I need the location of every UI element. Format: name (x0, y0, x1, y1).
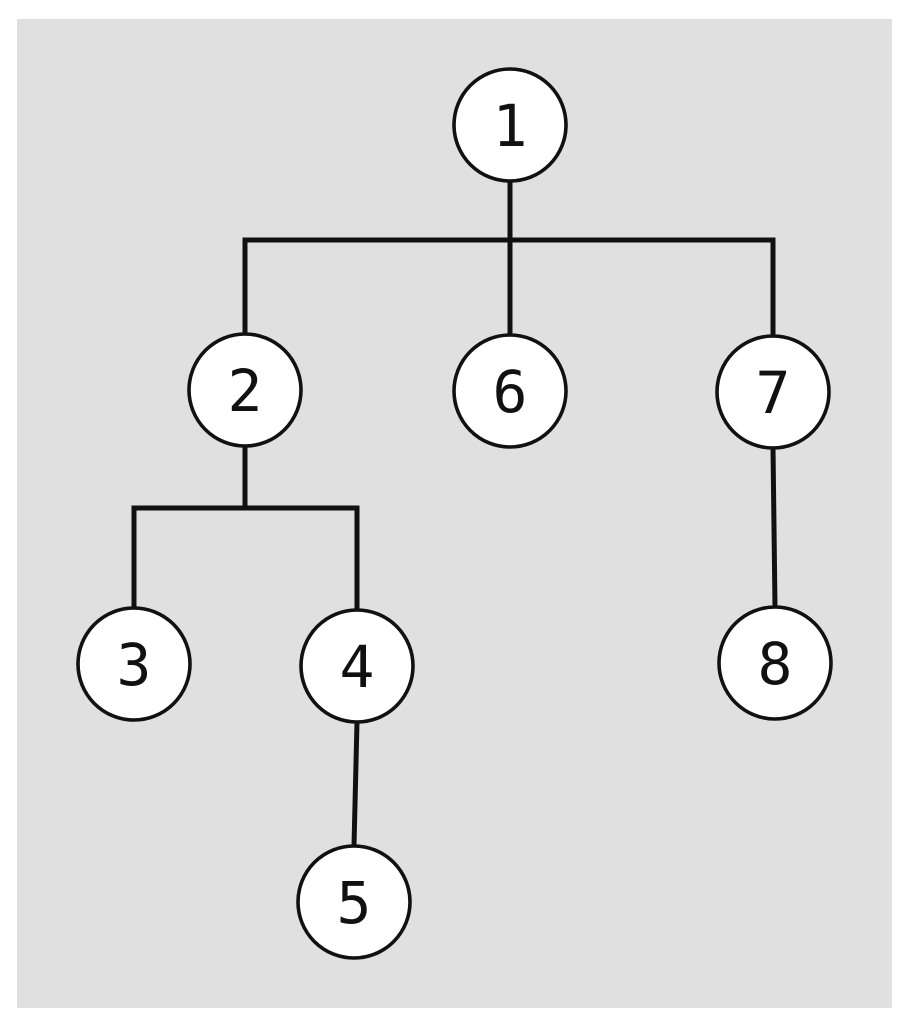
node-label-8: 8 (758, 630, 793, 698)
node-circle-7 (715, 334, 831, 450)
node-circle-6 (452, 333, 568, 449)
edge-1-7 (507, 181, 776, 336)
tree-node-1: 1 (452, 67, 568, 183)
node-label-6: 6 (493, 358, 528, 426)
tree-node-7: 7 (715, 334, 831, 450)
tree-node-5: 5 (296, 844, 412, 960)
node-label-2: 2 (228, 357, 263, 425)
node-label-5: 5 (337, 869, 372, 937)
node-label-1: 1 (493, 92, 528, 160)
edge-layer (131, 181, 778, 847)
node-circle-1 (452, 67, 568, 183)
edge-2-4 (242, 446, 360, 610)
node-circle-5 (296, 844, 412, 960)
tree-node-6: 6 (452, 333, 568, 449)
node-circle-4 (299, 608, 415, 724)
tree-node-3: 3 (76, 606, 192, 722)
node-circle-3 (76, 606, 192, 722)
node-label-3: 3 (117, 631, 152, 699)
diagram-panel (17, 19, 892, 1008)
tree-node-8: 8 (717, 605, 833, 721)
tree-node-4: 4 (299, 608, 415, 724)
node-label-4: 4 (340, 633, 375, 701)
tree-node-2: 2 (187, 332, 303, 448)
edge-4-5 (351, 721, 360, 847)
node-circle-8 (717, 605, 833, 721)
node-circle-2 (187, 332, 303, 448)
node-layer: 1 2 6 7 3 4 8 5 (76, 67, 833, 960)
node-label-7: 7 (756, 359, 791, 427)
edge-7-8 (770, 447, 778, 608)
